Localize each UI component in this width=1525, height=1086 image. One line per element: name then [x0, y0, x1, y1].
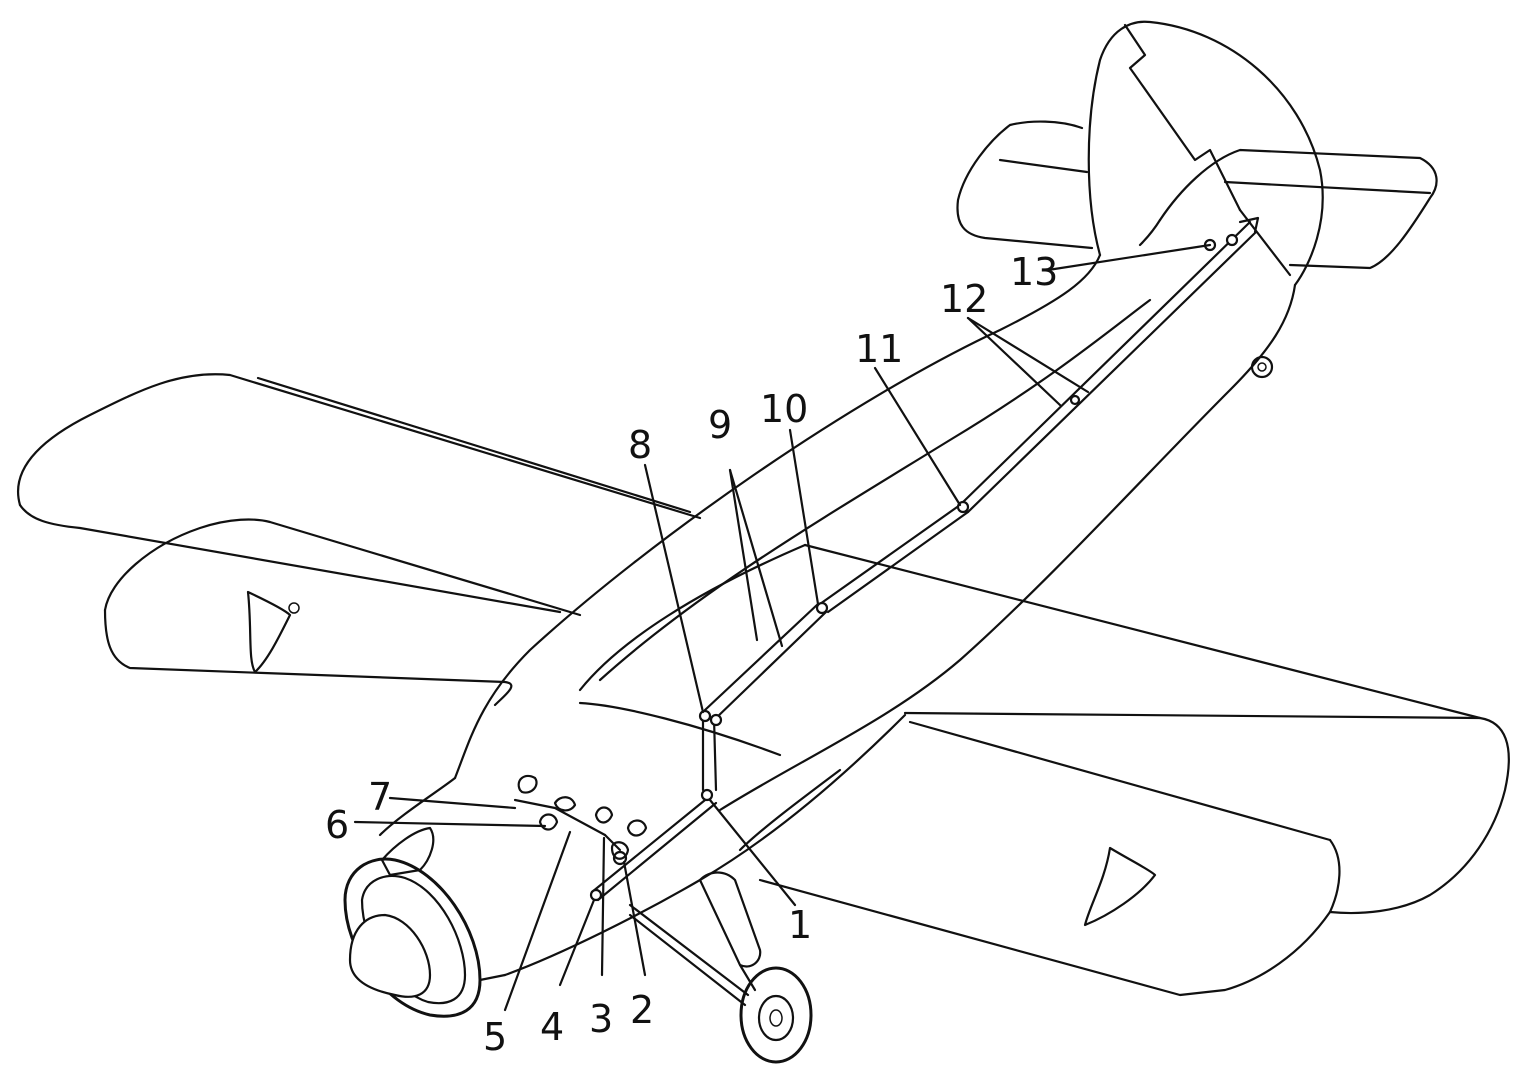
callout-13: 13	[1010, 250, 1058, 294]
callout-6: 6	[325, 803, 349, 847]
leader-7	[388, 796, 517, 810]
cockpit-controls	[513, 774, 648, 860]
horizontal-stabilizer-right	[1138, 148, 1438, 270]
leader-10	[788, 428, 820, 606]
left-aileron	[103, 518, 582, 707]
tail-wheel	[1250, 355, 1274, 379]
leader-5	[503, 830, 572, 1012]
leader-12b	[966, 316, 1090, 394]
leader-12	[966, 316, 1062, 407]
main-landing-gear	[628, 871, 813, 1064]
leader-6	[353, 820, 547, 828]
leader-9b	[728, 468, 784, 648]
leader-2	[622, 860, 647, 977]
callout-10: 10	[760, 387, 808, 431]
left-wing-fin	[246, 590, 300, 674]
leader-8	[643, 463, 705, 714]
right-wing-fin	[1083, 846, 1157, 927]
leader-9	[728, 468, 759, 642]
control-rod-system	[589, 216, 1260, 902]
callout-11: 11	[855, 327, 903, 371]
callout-12: 12	[940, 277, 988, 321]
callout-1: 1	[788, 903, 812, 947]
left-wing	[17, 373, 702, 614]
wing-center-section	[578, 543, 807, 757]
propeller-spinner	[348, 913, 432, 998]
callout-4: 4	[540, 1005, 564, 1049]
nose-intake	[380, 826, 435, 877]
fuselage	[378, 253, 1297, 977]
callout-8: 8	[628, 423, 652, 467]
leader-4	[558, 898, 596, 987]
callout-2: 2	[630, 988, 654, 1032]
callout-5: 5	[483, 1015, 507, 1059]
leader-11	[873, 366, 962, 507]
right-wing	[758, 543, 1510, 997]
leader-13	[1046, 243, 1212, 272]
leader-3	[600, 836, 606, 977]
callout-leaders	[353, 243, 1212, 1012]
callout-7: 7	[368, 775, 392, 819]
leader-1	[708, 798, 797, 907]
callout-3: 3	[589, 997, 613, 1041]
callout-labels: 1 2 3 4 5 6 7 8 9 10 11 12 13	[325, 250, 1058, 1059]
horizontal-stabilizer-left	[956, 120, 1094, 250]
callout-9: 9	[708, 403, 732, 447]
